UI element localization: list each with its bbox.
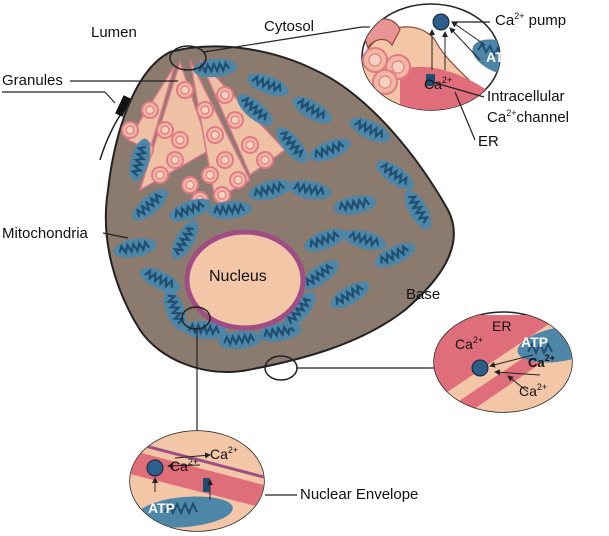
ca-channel-prefix: Ca bbox=[487, 109, 507, 126]
inset-right-ca-bottom: Ca2+ bbox=[519, 383, 547, 400]
inset-right-ca-mito-charge: 2+ bbox=[544, 353, 555, 363]
connector-top bbox=[203, 26, 363, 53]
inset-right-atp: ATP bbox=[521, 334, 548, 350]
inset-bottom-ca-top-symbol: Ca bbox=[210, 446, 228, 462]
inset-right-ca-bottom-charge: 2+ bbox=[536, 382, 548, 392]
nucleus bbox=[184, 229, 306, 331]
inset-bottom-ca-top: Ca2+ bbox=[210, 446, 238, 463]
label-cytosol: Cytosol bbox=[264, 18, 315, 35]
inset-bottom-ca-mid: Ca2+ bbox=[170, 458, 198, 475]
label-er-top: ER bbox=[478, 133, 499, 150]
inset-bottom-atp: ATP bbox=[148, 500, 175, 516]
leader-granules-tail bbox=[104, 91, 116, 104]
label-granules: Granules bbox=[2, 72, 63, 89]
zoom-circle-lumen bbox=[169, 45, 207, 71]
ca-pump-suffix: pump bbox=[524, 12, 567, 29]
label-nucleus: Nucleus bbox=[209, 268, 267, 285]
inset-bottom-ca-top-charge: 2+ bbox=[227, 445, 239, 455]
inset-right-ca-mito-symbol: Ca bbox=[528, 355, 545, 370]
inset-right-mito-cristae bbox=[527, 341, 553, 356]
inset-bottom-ca-mid-charge: 2+ bbox=[187, 457, 199, 467]
inset-top-ca: Ca2+ bbox=[424, 76, 452, 93]
inset-top bbox=[361, 3, 501, 111]
label-lumen: Lumen bbox=[91, 24, 137, 41]
ca-pump-charge: 2+ bbox=[514, 11, 525, 21]
inset-right-ca-left-charge: 2+ bbox=[472, 335, 484, 345]
label-ca-channel: Ca2+channel bbox=[487, 108, 569, 127]
granules-cluster bbox=[121, 59, 287, 209]
inset-right-er: ER bbox=[492, 318, 512, 334]
ca-pump-prefix: Ca bbox=[495, 12, 515, 29]
inset-top-mito-cristae bbox=[477, 42, 500, 61]
leader-mitochondria bbox=[102, 232, 129, 239]
inset-bottom-mito-cristae bbox=[164, 501, 198, 516]
inset-top-ca-symbol: Ca bbox=[424, 76, 442, 92]
zoom-circle-nucleus bbox=[181, 306, 211, 330]
label-mitochondria: Mitochondria bbox=[2, 225, 88, 242]
leader-ca-channel bbox=[431, 81, 485, 98]
membrane-marker bbox=[115, 95, 131, 117]
inset-top-ca-charge: 2+ bbox=[441, 75, 453, 85]
label-base: Base bbox=[406, 286, 441, 303]
label-ca-pump: Ca2+ pump bbox=[495, 11, 567, 30]
inset-right bbox=[433, 311, 573, 413]
inset-bottom-ca-mid-symbol: Ca bbox=[170, 458, 188, 474]
label-intracellular: Intracellular bbox=[487, 88, 565, 105]
inset-right-ca-left: Ca2+ bbox=[455, 336, 483, 353]
leader-er bbox=[454, 91, 476, 141]
ca-channel-suffix: channel bbox=[516, 109, 569, 126]
inset-top-atp: ATP bbox=[486, 49, 513, 65]
ca-channel-charge: 2+ bbox=[506, 108, 517, 118]
inset-right-ca-bottom-symbol: Ca bbox=[519, 383, 537, 399]
inset-right-ca-left-symbol: Ca bbox=[455, 336, 473, 352]
label-nuclear-envelope: Nuclear Envelope bbox=[300, 486, 419, 503]
inset-right-ca-mito: Ca2+ bbox=[528, 354, 555, 371]
